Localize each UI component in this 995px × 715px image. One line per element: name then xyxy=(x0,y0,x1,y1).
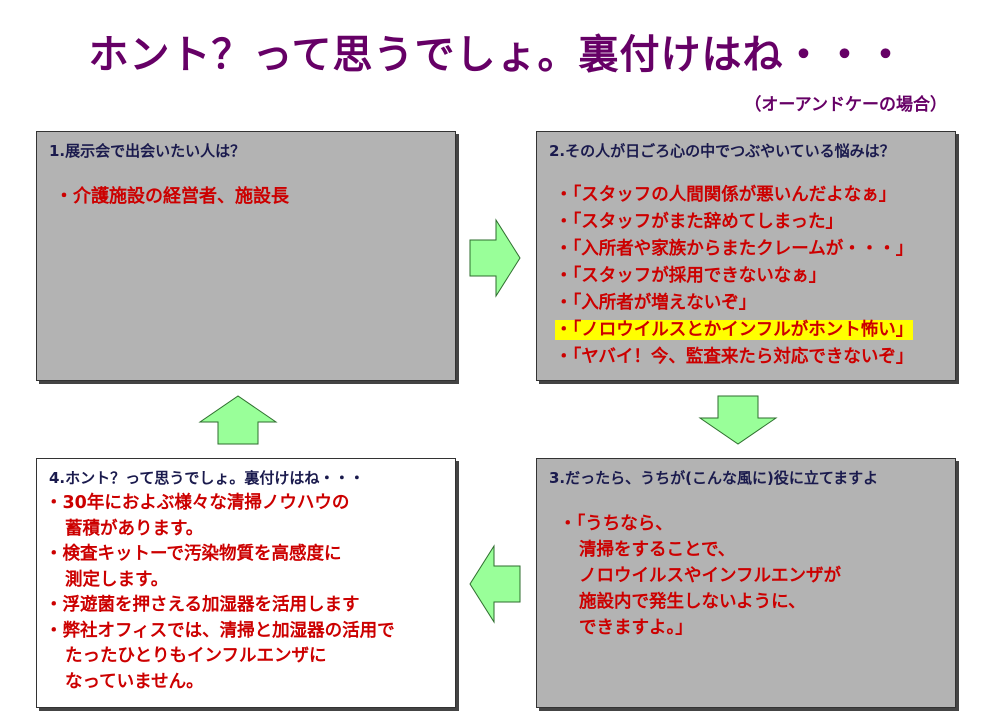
text-line: ・浮遊菌を押さえる加湿器を活用します xyxy=(45,595,360,615)
arrow-up-icon xyxy=(198,395,278,445)
list-item: ・介護施設の経営者、施設長 xyxy=(55,186,289,207)
step-2-heading: 2.その人が日ごろ心の中でつぶやいている悩みは？ xyxy=(549,142,895,160)
step-2-list: ・「スタッフの人間関係が悪いんだよなぁ」 ・「スタッフがまた辞めてしまった」 ・… xyxy=(555,182,913,371)
step-4-list: ・30年におよぶ様々な清掃ノウハウの 蓄積があります。 ・検査キットーで汚染物質… xyxy=(45,491,395,695)
page-subtitle: （オーアンドケーの場合） xyxy=(744,95,947,115)
text-line: 施設内で発生しないように、 xyxy=(579,592,806,612)
step-3-heading: 3.だったら、うちが(こんな風に)役に立てますよ xyxy=(549,469,879,487)
step-3-box: 3.だったら、うちが(こんな風に)役に立てますよ ・「うちなら、 清掃をすること… xyxy=(536,458,956,708)
list-item-highlighted: ・「ノロウイルスとかインフルがホント怖い」 xyxy=(555,317,914,344)
text-line: 蓄積があります。 xyxy=(65,518,204,539)
highlight-marker: ・「ノロウイルスとかインフルがホント怖い」 xyxy=(555,320,914,340)
list-item: ・「入所者が増えないぞ」 xyxy=(555,293,757,313)
text-line: 清掃をすることで、 xyxy=(579,540,736,560)
step-4-box: 4.ホント？って思うでしょ。裏付けはね・・・ ・30年におよぶ様々な清掃ノウハウ… xyxy=(36,458,456,708)
page-title: ホント？って思うでしょ。裏付けはね・・・ xyxy=(88,32,907,78)
text-line: ・弊社オフィスでは、清掃と加湿器の活用で xyxy=(45,620,395,641)
step-1-heading: 1.展示会で出会いたい人は？ xyxy=(49,142,246,160)
text-line: できますよ。」 xyxy=(579,618,693,638)
list-item: ・「スタッフがまた辞めてしまった」 xyxy=(555,212,844,232)
step-1-list: ・介護施設の経営者、施設長 xyxy=(55,182,289,208)
step-2-box: 2.その人が日ごろ心の中でつぶやいている悩みは？ ・「スタッフの人間関係が悪いん… xyxy=(536,131,956,381)
list-item: ・「入所者や家族からまたクレームが・・・」 xyxy=(555,239,914,259)
text-line: たったひとりもインフルエンザに xyxy=(65,646,327,666)
arrow-down-icon xyxy=(698,395,778,445)
step-1-box: 1.展示会で出会いたい人は？ ・介護施設の経営者、施設長 xyxy=(36,131,456,381)
text-line: ・30年におよぶ様々な清掃ノウハウの xyxy=(45,493,350,513)
text-line: なっていません。 xyxy=(65,671,204,692)
step-3-list: ・「うちなら、 清掃をすることで、 ノロウイルスやインフルエンザが 施設内で発生… xyxy=(559,511,841,641)
arrow-left-icon xyxy=(469,544,521,624)
text-line: ・「うちなら、 xyxy=(559,514,673,534)
text-line: ノロウイルスやインフルエンザが xyxy=(579,566,841,586)
list-item: ・「スタッフの人間関係が悪いんだよなぁ」 xyxy=(555,185,897,205)
list-item: ・「スタッフが採用できないなぁ」 xyxy=(555,266,827,286)
list-item: ・「ヤバイ！今、監査来たら対応できないぞ」 xyxy=(555,347,914,367)
step-4-heading: 4.ホント？って思うでしょ。裏付けはね・・・ xyxy=(49,469,365,487)
arrow-right-icon xyxy=(469,218,521,298)
text-line: 測定します。 xyxy=(65,569,169,590)
text-line: ・検査キットーで汚染物質を高感度に xyxy=(45,544,342,564)
